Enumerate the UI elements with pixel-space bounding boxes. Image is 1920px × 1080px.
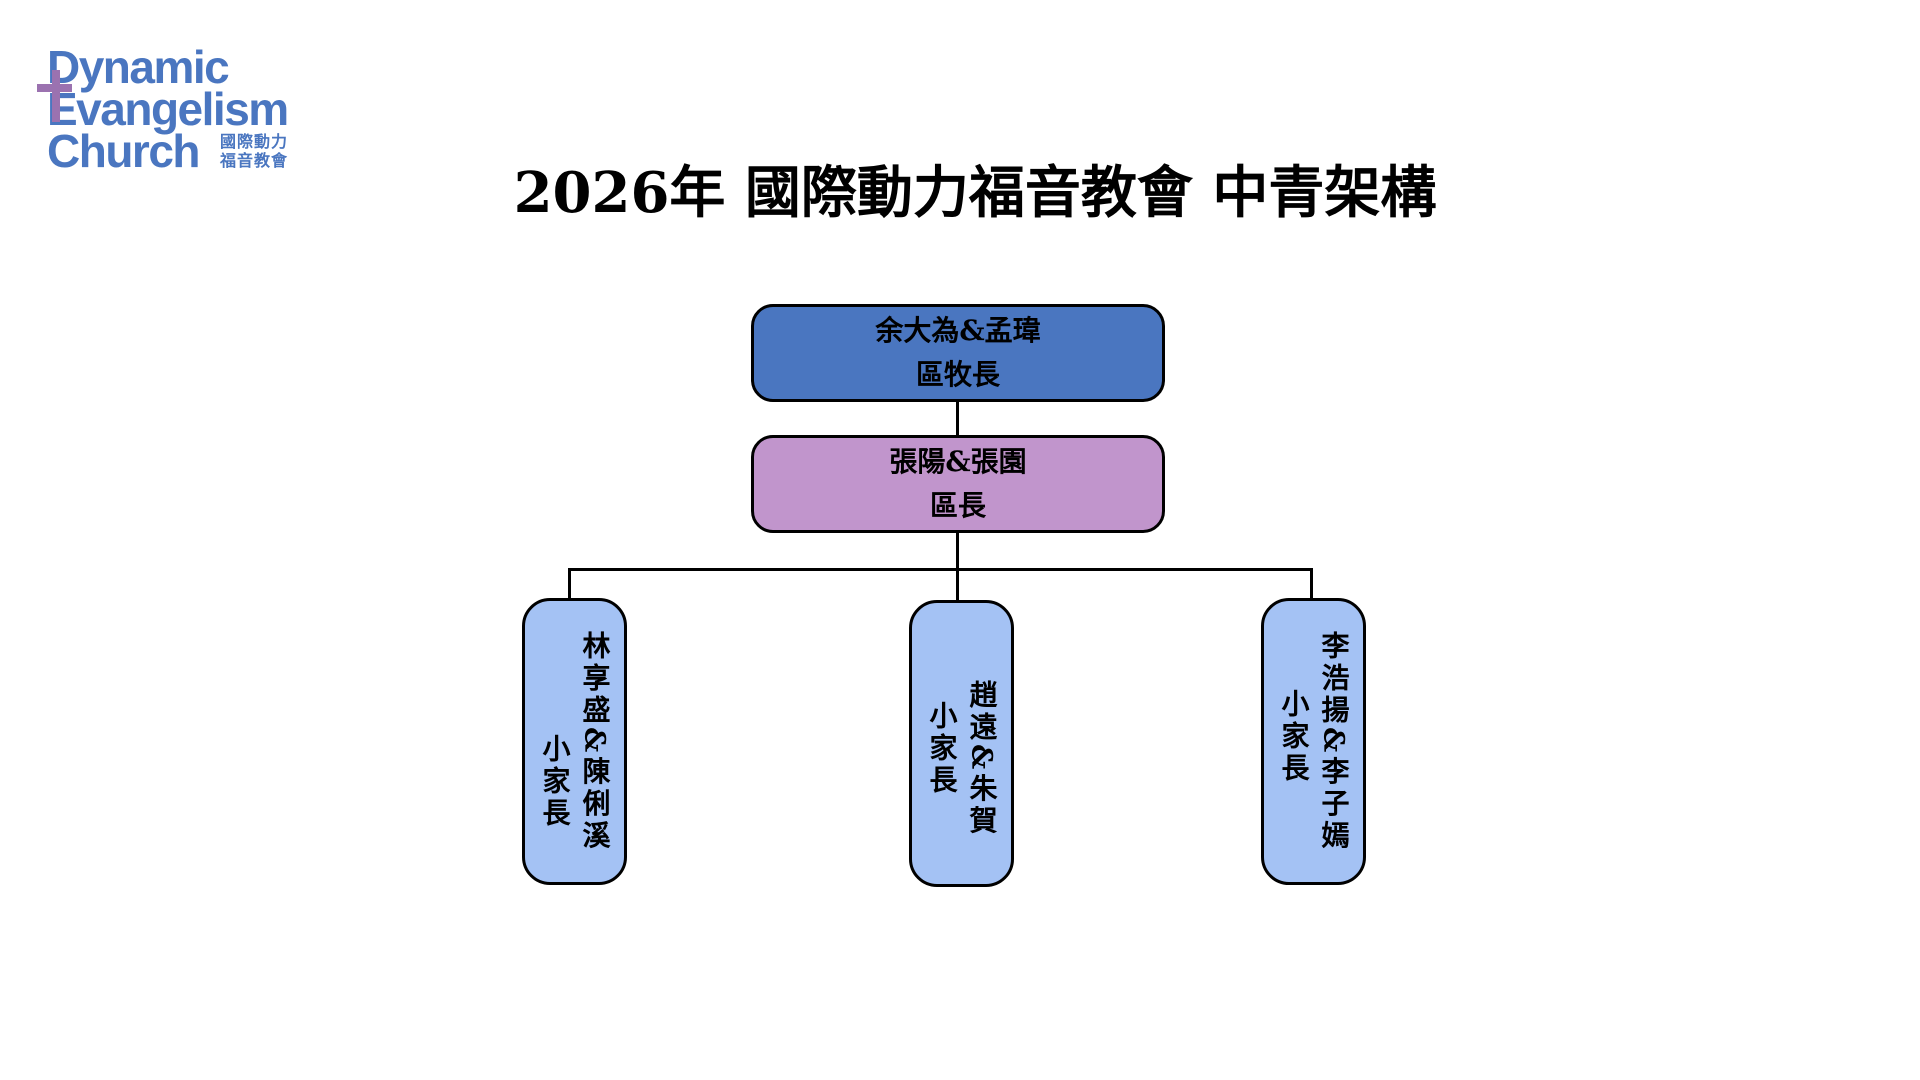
node-role: 小家長 [925,700,959,797]
page-title: 2026年 國際動力福音教會 中青架構 [513,160,1437,226]
logo-chinese: 國際動力福音教會 [220,132,289,170]
node-district-leader: 張陽&張園 區長 [751,435,1165,533]
node-name: 林享盛&陳俐溪 [578,630,612,853]
node-small-group-2: 趙遠&朱賀 小家長 [909,600,1014,887]
node-role: 區長 [929,489,986,522]
node-district-pastor: 余大為&孟瑋 區牧長 [751,304,1165,402]
node-role: 小家長 [1277,688,1311,785]
church-logo: Dynamic Evangelism Church 國際動力福音教會 [37,44,307,174]
connector [956,402,959,435]
connector [568,568,1313,571]
node-name: 張陽&張園 [889,445,1027,478]
node-small-group-3: 李浩揚&李子嫣 小家長 [1261,598,1366,885]
logo-line3: Church [47,125,201,177]
node-name: 余大為&孟瑋 [875,314,1041,347]
connector [1310,568,1313,599]
logo-line1: Dynamic [47,41,230,93]
node-name: 趙遠&朱賀 [965,679,999,838]
node-role: 小家長 [538,733,572,830]
node-small-group-1: 林享盛&陳俐溪 小家長 [522,598,627,885]
cross-icon-bar [37,84,72,92]
cross-icon [52,70,60,122]
connector [956,533,959,600]
connector [568,568,571,599]
logo-line2: Evangelism [47,83,289,135]
node-role: 區牧長 [915,358,1000,391]
node-name: 李浩揚&李子嫣 [1317,630,1351,853]
